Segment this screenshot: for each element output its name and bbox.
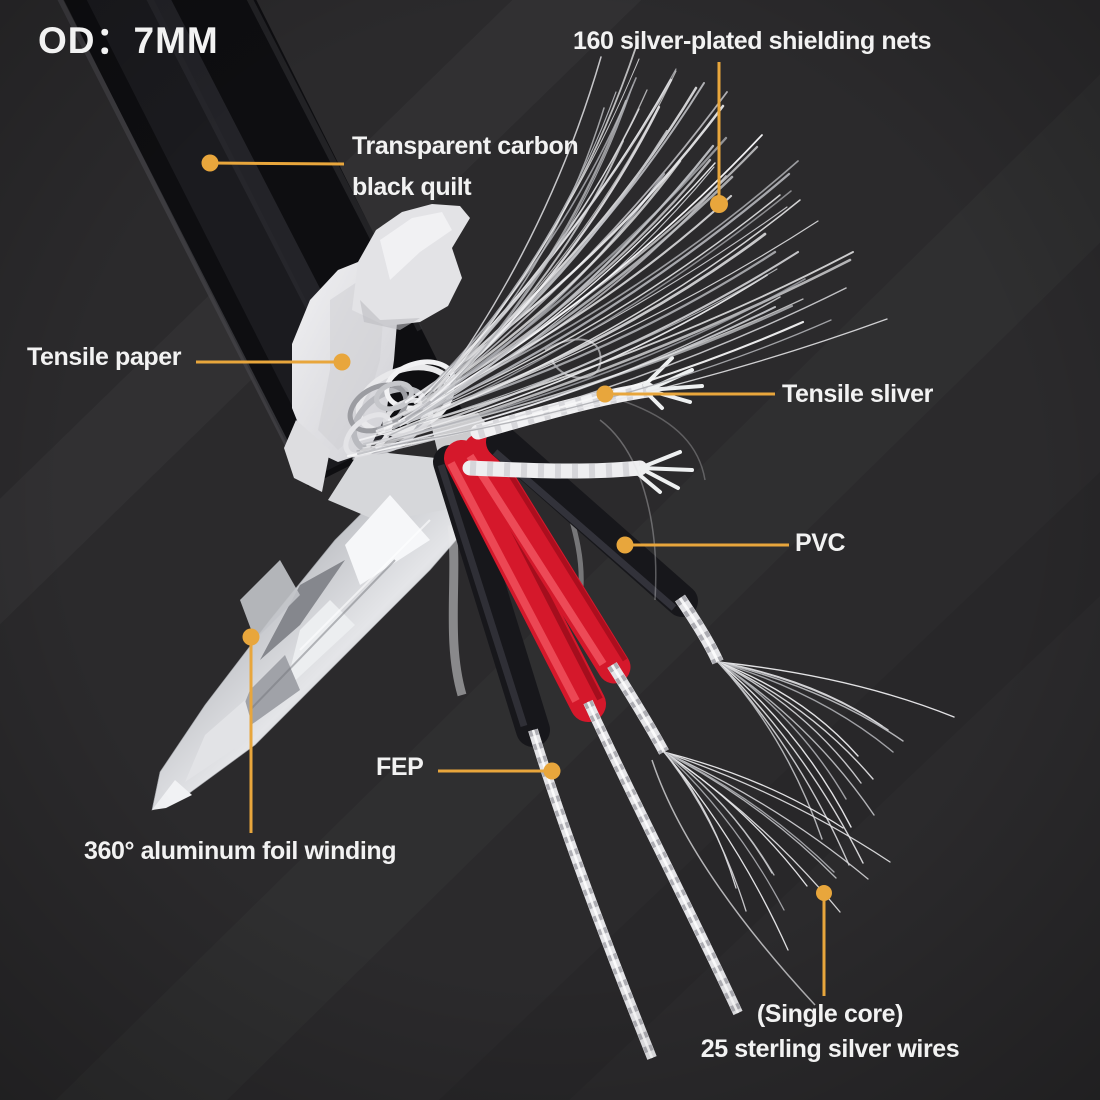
callout-single-core-line1: (Single core) [756,1000,904,1028]
callout-tensile-sliver: Tensile sliver [782,380,933,408]
od-size-label: OD：7MM [38,20,219,61]
leader-dot-aluminum-foil [242,628,260,646]
leader-dot-tensile-paper [333,353,351,371]
callout-aluminum-foil: 360° aluminum foil winding [84,837,397,865]
callout-single-core: (Single core) 25 sterling silver wires [701,997,960,1067]
callout-shielding-nets: 160 silver-plated shielding nets [573,27,932,55]
callout-carbon-quilt-line2: black quilt [352,173,472,201]
callout-fep: FEP [376,753,424,781]
callout-tensile-paper: Tensile paper [27,343,182,371]
leader-dot-shielding-nets [710,195,728,213]
leader-dot-carbon-quilt [201,154,219,172]
leader-dot-tensile-sliver [596,385,614,403]
leader-dot-single-core [816,885,832,901]
leader-dot-fep [543,762,561,780]
leader-line-carbon-quilt [209,161,345,166]
callout-pvc: PVC [795,529,846,557]
leader-dot-pvc [616,536,634,554]
callout-carbon-quilt-line1: Transparent carbon [352,132,579,160]
callout-single-core-line2: 25 sterling silver wires [700,1035,960,1063]
leader-lines [196,62,832,996]
callout-carbon-quilt: Transparent carbon black quilt [352,126,579,208]
